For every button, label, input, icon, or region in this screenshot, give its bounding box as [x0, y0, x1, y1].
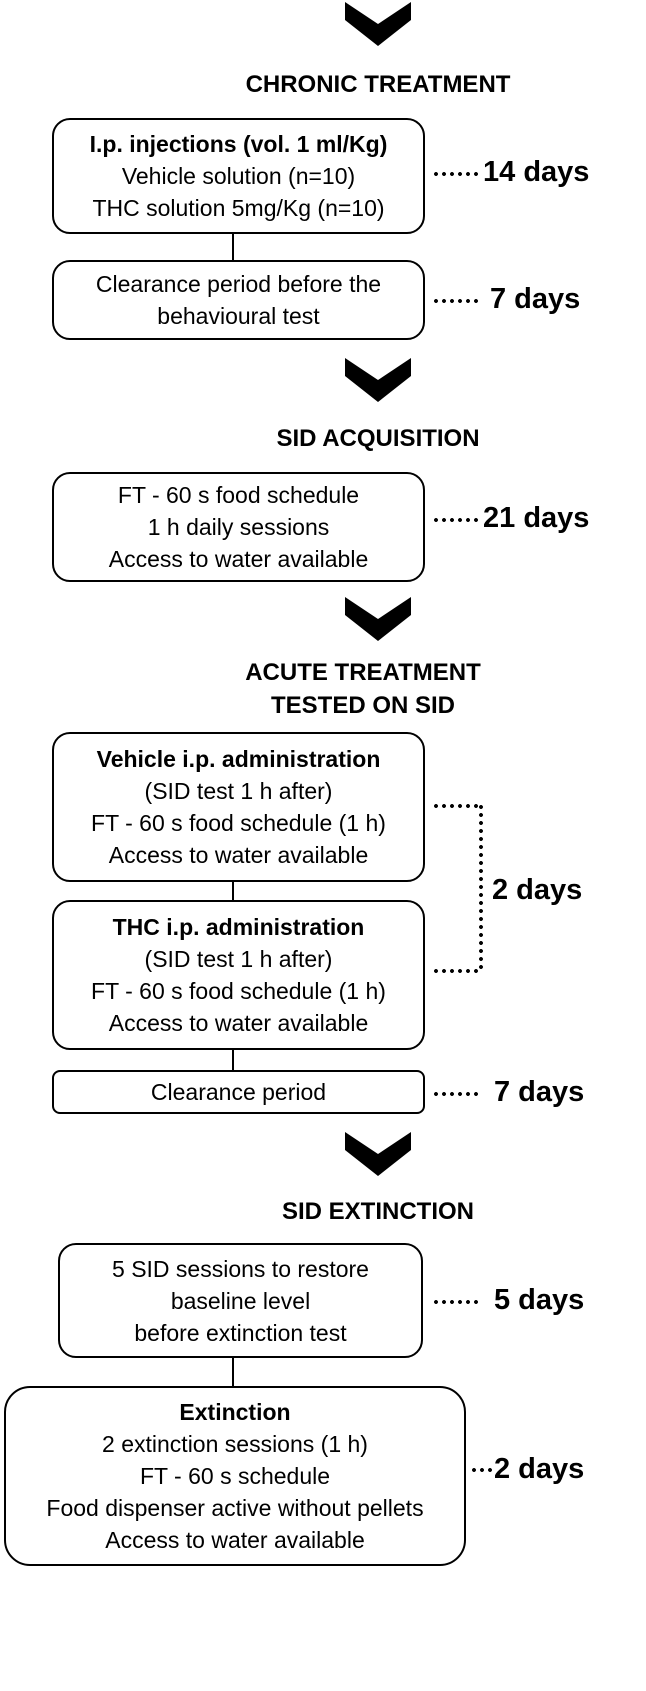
step-line: Clearance period before the — [95, 271, 382, 297]
step-line: Access to water available — [108, 842, 369, 868]
step-title: I.p. injections (vol. 1 ml/Kg) — [89, 131, 388, 157]
connector-line — [232, 1358, 234, 1386]
step-line: 1 h daily sessions — [147, 514, 330, 540]
bracket-duration-label: 2 days — [492, 874, 583, 906]
chevron-down-icon — [345, 358, 411, 402]
dotted-connector — [432, 517, 480, 523]
duration-label: 7 days — [494, 1076, 585, 1108]
duration-label: 14 days — [483, 156, 590, 188]
step-line: (SID test 1 h after) — [144, 946, 333, 972]
step-box-vehicle-administration: Vehicle i.p. administration (SID test 1 … — [52, 732, 425, 882]
step-title: THC i.p. administration — [112, 914, 365, 940]
step-box-clearance-before-test: Clearance period before the behavioural … — [52, 260, 425, 340]
step-box-clearance-period: Clearance period — [52, 1070, 425, 1114]
bracket-bottom-arm — [432, 968, 480, 974]
duration-label: 21 days — [483, 502, 590, 534]
step-line: Access to water available — [108, 546, 369, 572]
step-box-extinction: Extinction 2 extinction sessions (1 h) F… — [4, 1386, 466, 1566]
step-box-thc-administration: THC i.p. administration (SID test 1 h af… — [52, 900, 425, 1050]
bracket-vertical — [478, 803, 484, 973]
connector-line — [232, 1050, 234, 1070]
step-line: Access to water available — [108, 1010, 369, 1036]
bracket-top-arm — [432, 803, 480, 809]
step-title: Extinction — [179, 1399, 291, 1425]
chevron-down-icon — [345, 597, 411, 641]
stage-heading-sid-acquisition: SID ACQUISITION — [276, 425, 480, 452]
step-box-ip-injections: I.p. injections (vol. 1 ml/Kg) Vehicle s… — [52, 118, 425, 234]
step-line: Clearance period — [150, 1079, 327, 1105]
duration-label: 2 days — [494, 1453, 585, 1485]
step-box-sid-acquisition: FT - 60 s food schedule 1 h daily sessio… — [52, 472, 425, 582]
dotted-connector — [470, 1467, 494, 1473]
heading-line: ACUTE TREATMENT — [245, 659, 481, 686]
step-line: FT - 60 s food schedule (1 h) — [91, 978, 386, 1004]
chevron-down-icon — [345, 1132, 411, 1176]
stage-heading-acute-treatment: ACUTE TREATMENT TESTED ON SID — [213, 656, 513, 722]
step-line: before extinction test — [134, 1319, 347, 1346]
dotted-connector — [432, 1091, 480, 1097]
step-title: Vehicle i.p. administration — [96, 746, 381, 772]
step-line: behavioural test — [157, 303, 320, 329]
step-line: Vehicle solution (n=10) — [121, 163, 356, 189]
step-line: 2 extinction sessions (1 h) — [102, 1431, 368, 1457]
step-line: Access to water available — [105, 1527, 365, 1553]
connector-line — [232, 882, 234, 900]
connector-line — [232, 234, 234, 260]
step-line: FT - 60 s food schedule (1 h) — [91, 810, 386, 836]
step-line: Food dispenser active without pellets — [46, 1495, 424, 1521]
duration-label: 7 days — [490, 283, 581, 315]
dotted-connector — [432, 1299, 480, 1305]
step-line: THC solution 5mg/Kg (n=10) — [92, 195, 385, 221]
dotted-connector — [432, 298, 480, 304]
duration-label: 5 days — [494, 1284, 585, 1316]
step-line: (SID test 1 h after) — [144, 778, 333, 804]
step-line: FT - 60 s schedule — [139, 1463, 331, 1489]
chevron-down-icon — [345, 2, 411, 46]
step-line: 5 SID sessions to restore — [112, 1255, 369, 1282]
dotted-connector — [432, 171, 480, 177]
step-line: FT - 60 s food schedule — [117, 482, 360, 508]
step-line: baseline level — [170, 1287, 311, 1314]
step-box-restore-baseline: 5 SID sessions to restore baseline level… — [58, 1243, 423, 1358]
stage-heading-chronic-treatment: CHRONIC TREATMENT — [245, 71, 511, 98]
stage-heading-sid-extinction: SID EXTINCTION — [281, 1198, 474, 1225]
heading-line: TESTED ON SID — [270, 692, 456, 719]
